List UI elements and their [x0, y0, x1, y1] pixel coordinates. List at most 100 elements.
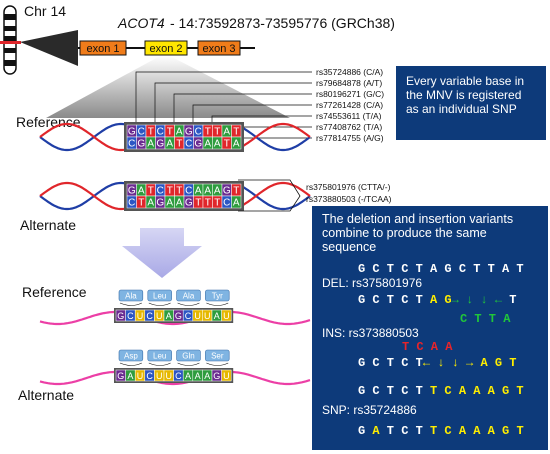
- reference-dna-base-letter: A: [233, 139, 240, 150]
- alternate-dna-base-letter: G: [156, 198, 164, 209]
- alternate-mrna-label: Alternate: [18, 387, 74, 403]
- alternate-mrna-amino-acid-tag: [118, 349, 144, 362]
- exon-3-label: exon 3: [202, 43, 235, 55]
- reference-dna-base-letter: C: [128, 139, 135, 150]
- reference-mrna-strand: [39, 310, 311, 326]
- alternate-mrna-base-letter: U: [137, 371, 144, 381]
- reference-mrna-amino-acid-tag: [147, 289, 172, 302]
- snp-leader-line: [154, 82, 312, 125]
- reference-mrna-amino-acid-tag: [205, 289, 230, 302]
- alternate-mrna-base-letter: C: [175, 371, 182, 381]
- reference-mrna-base-letter: A: [166, 311, 172, 321]
- reference-mrna-base-letter: C: [146, 311, 153, 321]
- snp-label-list: rs35724886 (C/A) rs79684878 (A/T) rs8019…: [316, 67, 384, 143]
- chromosome-ideogram: [0, 5, 21, 75]
- snp-leader-line: [192, 104, 312, 125]
- reference-dna-base-letter: T: [148, 127, 154, 138]
- reference-mrna-base-letter: G: [117, 311, 124, 321]
- alternate-dna-base-letter: A: [147, 198, 154, 209]
- snp-label-3: rs80196271 (G/C): [316, 89, 384, 99]
- alternate-mrna-codon-brace: [119, 362, 142, 366]
- gene-name: ACOT4: [117, 15, 165, 31]
- alternate-mrna-codon-brace: [177, 362, 200, 366]
- alternate-dna-base-letter: G: [185, 198, 193, 209]
- reference-dna-base-letter: T: [176, 139, 182, 150]
- alternate-mrna-base-letter: U: [156, 371, 163, 381]
- reference-mrna-base-letter: U: [204, 311, 211, 321]
- exon-1-label: exon 1: [86, 43, 119, 55]
- snp-leader-line: [173, 93, 312, 125]
- snp-info-box: Every variable base in the MNV is regist…: [396, 66, 546, 140]
- reference-mrna-codon-brace: [177, 302, 200, 306]
- reference-mrna-base-letter: U: [194, 311, 201, 321]
- snp-sequence: G A T C T T C A A A G T: [358, 424, 524, 438]
- reference-dna-base-letter: C: [195, 127, 202, 138]
- alternate-dna-base-letter: T: [205, 198, 211, 209]
- exon-3-box: [197, 40, 241, 56]
- alternate-dna-base-letter: A: [214, 186, 221, 197]
- reference-dna-base-letter: C: [138, 127, 145, 138]
- reference-dna-base-letter: G: [185, 127, 193, 138]
- alternate-mrna-base-letter: A: [195, 371, 201, 381]
- reference-mrna-base-letter: U: [223, 311, 230, 321]
- alternate-mrna-strand: [39, 370, 311, 386]
- alternate-dna-base-letter: T: [195, 198, 201, 209]
- reference-mrna-codon-brace: [119, 302, 142, 306]
- reference-dna-base-letter: T: [233, 127, 239, 138]
- alternate-mrna-amino-acid-label: Ser: [211, 352, 224, 361]
- deleted-bases: C T T A: [460, 312, 511, 326]
- reference-dna-base-letter: T: [205, 127, 211, 138]
- reference-dna-base-letter: A: [214, 139, 221, 150]
- snp-label-4: rs77261428 (C/A): [316, 100, 383, 110]
- alternate-mrna-amino-acid-tag: [205, 349, 230, 362]
- alternate-dna-base-letter: A: [138, 186, 145, 197]
- reference-dna-base-letter: C: [185, 139, 192, 150]
- alternate-dna-label: Alternate: [20, 217, 76, 233]
- alternate-dna-base-letter: C: [128, 198, 135, 209]
- alternate-mrna-amino-acid-tag: [147, 349, 172, 362]
- reference-mrna-amino-acid-tag: [176, 289, 201, 302]
- reference-mrna-codon-brace: [206, 302, 229, 306]
- alternate-mrna-base-letter: A: [204, 371, 210, 381]
- reference-mrna-codon-brace: [148, 302, 171, 306]
- indel-bracket: [238, 179, 301, 212]
- snp-info-text: Every variable base in the MNV is regist…: [406, 74, 525, 116]
- alternate-dna-base-letter: T: [148, 186, 154, 197]
- alternate-dna-base-letter: A: [176, 198, 183, 209]
- reference-mrna-base-letter: U: [156, 311, 163, 321]
- reference-mrna-base-cell: [221, 309, 232, 322]
- alternate-mrna-base-letter: U: [166, 371, 173, 381]
- alternate-dna-base-letter: C: [185, 186, 192, 197]
- alternate-mrna-base-letter: G: [117, 371, 124, 381]
- snp-label-7: rs77814755 (A/G): [316, 133, 384, 143]
- zoom-wedge-exon: [46, 56, 290, 118]
- alternate-mrna-base-letter: A: [127, 371, 133, 381]
- reference-dna-label: Reference: [16, 114, 81, 130]
- reference-dna-base-letter: T: [224, 139, 230, 150]
- alternate-mrna-amino-acid-label: Asp: [124, 352, 138, 361]
- snp-label-2: rs79684878 (A/T): [316, 78, 382, 88]
- snp-label: SNP: rs35724886: [322, 403, 417, 417]
- exon-1-box: [79, 40, 127, 56]
- snp-label-6: rs77408762 (T/A): [316, 122, 382, 132]
- reference-mrna-amino-acid-label: Tyr: [212, 292, 223, 301]
- reference-dna-base-letter: A: [176, 127, 183, 138]
- combined-result-sequence: G C T C T T C A A A G T: [358, 384, 524, 398]
- alternate-mrna-base-letter: G: [213, 371, 220, 381]
- alternate-dna-base-letter: A: [233, 198, 240, 209]
- exon-2-label: exon 2: [149, 43, 182, 55]
- alternate-dna-base-letter: A: [166, 198, 173, 209]
- snp-label-1: rs35724886 (C/A): [316, 67, 383, 77]
- reference-mrna-base-letter: C: [127, 311, 134, 321]
- deletion-variant-label: rs375801976 (CTTA/-): [306, 182, 391, 192]
- reference-mrna-amino-acid-label: Ala: [125, 292, 137, 301]
- alternate-dna-base-letter: G: [128, 186, 136, 197]
- reference-dna-base-letter: G: [156, 139, 164, 150]
- reference-dna-base-letter: A: [147, 139, 154, 150]
- alternate-mrna-amino-acid-label: Leu: [153, 352, 166, 361]
- chromosome-label: Chr 14: [24, 3, 66, 19]
- insertion-variant-label: rs373880503 (-/TCAA): [306, 194, 392, 204]
